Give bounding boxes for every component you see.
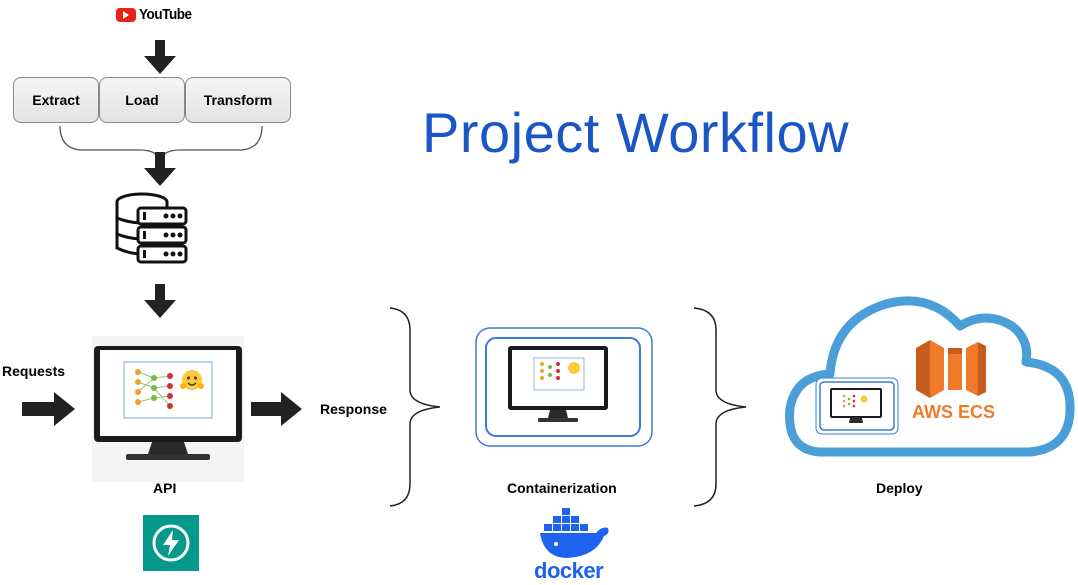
- neural-network-icon: [135, 369, 173, 409]
- brace-container-to-deploy: [693, 307, 747, 507]
- brace-api-to-container: [389, 307, 441, 507]
- container-icon: [475, 327, 653, 447]
- arrow-database-to-api: [144, 284, 176, 318]
- aws-ecs-label: AWS ECS: [912, 402, 996, 422]
- arrow-requests-to-api: [22, 392, 75, 426]
- arrow-youtube-to-etl: [144, 40, 176, 74]
- response-label: Response: [320, 401, 387, 417]
- hugging-face-icon: [180, 370, 204, 390]
- youtube-play-icon: [116, 7, 136, 22]
- etl-step-transform: Transform: [185, 77, 291, 123]
- arrow-etl-to-database: [144, 152, 176, 186]
- database-server-icon: [115, 192, 188, 264]
- etl-step-load: Load: [99, 77, 185, 123]
- deploy-label: Deploy: [876, 480, 923, 496]
- youtube-logo: YouTube: [116, 6, 197, 23]
- youtube-logo-text: YouTube: [139, 6, 192, 23]
- arrow-api-to-response: [251, 392, 302, 426]
- deployed-container-icon: [815, 377, 899, 435]
- docker-logo: [540, 508, 609, 558]
- fastapi-logo: [143, 515, 199, 571]
- page-title: Project Workflow: [422, 101, 850, 164]
- docker-label: docker: [534, 558, 604, 583]
- containerization-label: Containerization: [507, 480, 617, 496]
- api-monitor-icon: [92, 336, 244, 482]
- aws-ecs-logo: [916, 340, 986, 398]
- etl-step-extract: Extract: [13, 77, 99, 123]
- lightning-bolt-icon: [152, 524, 190, 562]
- requests-label: Requests: [2, 363, 66, 379]
- api-label: API: [153, 480, 177, 496]
